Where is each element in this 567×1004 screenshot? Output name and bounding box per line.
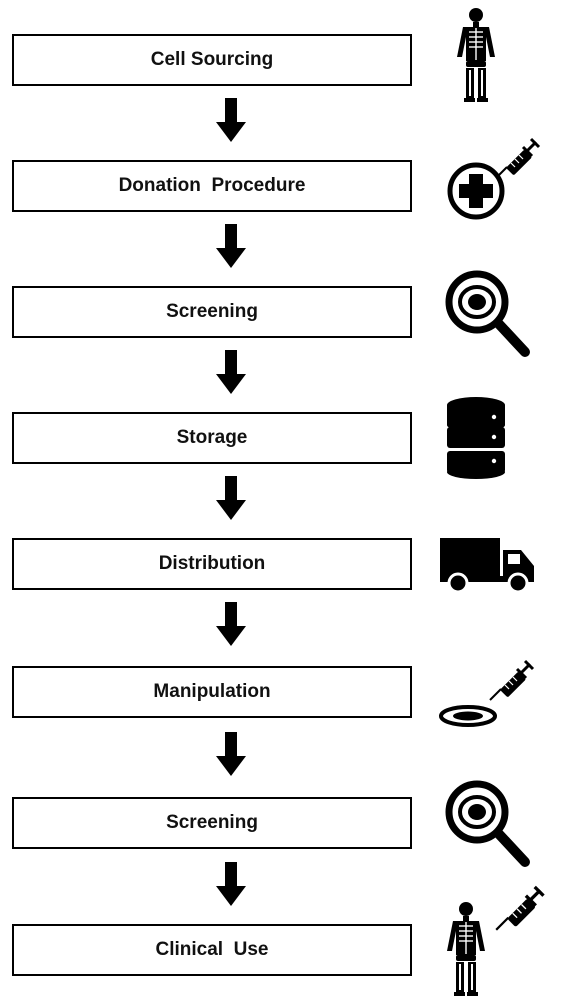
medical-cross-syringe-icon	[447, 137, 541, 220]
step-label: Cell Sourcing	[150, 49, 274, 70]
step-box-cell-sourcing: Cell Sourcing	[12, 34, 412, 86]
truck-icon	[440, 538, 534, 594]
down-arrow-icon	[216, 224, 246, 268]
step-box-screening-2: Screening	[12, 797, 412, 849]
magnifier-cell-icon	[443, 778, 535, 868]
step-box-distribution: Distribution	[12, 538, 412, 590]
down-arrow-icon	[216, 476, 246, 520]
down-arrow-icon	[216, 602, 246, 646]
step-label: Storage	[176, 427, 248, 448]
skeleton-icon	[456, 7, 496, 103]
down-arrow-icon	[216, 732, 246, 776]
step-box-manipulation: Manipulation	[12, 666, 412, 718]
down-arrow-icon	[216, 98, 246, 142]
down-arrow-icon	[216, 350, 246, 394]
step-label: Manipulation	[153, 681, 271, 702]
database-storage-icon	[447, 397, 505, 479]
step-label: Donation Procedure	[118, 175, 306, 196]
step-label: Clinical Use	[155, 939, 269, 960]
step-box-screening: Screening	[12, 286, 412, 338]
magnifier-cell-icon	[443, 268, 535, 358]
step-box-clinical-use: Clinical Use	[12, 924, 412, 976]
step-label: Screening	[166, 812, 258, 833]
petri-dish-syringe-icon	[439, 659, 535, 727]
step-label: Screening	[166, 301, 258, 322]
step-box-donation-procedure: Donation Procedure	[12, 160, 412, 212]
down-arrow-icon	[216, 862, 246, 906]
step-box-storage: Storage	[12, 412, 412, 464]
skeleton-syringe-icon	[446, 885, 546, 997]
step-label: Distribution	[158, 553, 266, 574]
